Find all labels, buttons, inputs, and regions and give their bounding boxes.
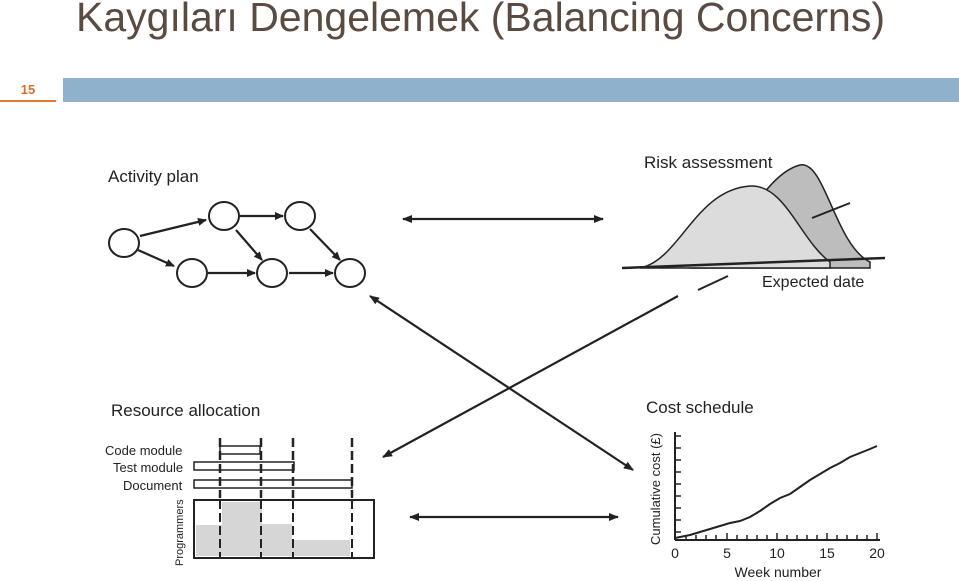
week-tick-labels: 0 5 10 15 20: [671, 545, 885, 561]
risk-assessment-heading: Risk assessment: [644, 153, 773, 172]
programmers-axis-label: Programmers: [174, 499, 186, 566]
arrow-activity-cost: [369, 295, 634, 471]
arrow-risk-resource: [382, 295, 679, 458]
risk-distribution-front: [639, 185, 831, 269]
risk-date-pointer: [697, 275, 729, 291]
cost-schedule-heading: Cost schedule: [646, 398, 754, 417]
x-tick-5: 5: [723, 545, 731, 561]
activity-network-edges: [137, 212, 341, 277]
risk-baseline: [621, 256, 886, 270]
header-bar: [63, 78, 959, 102]
activity-network-nodes: [108, 201, 366, 288]
programmers-histogram: [196, 502, 350, 556]
slide-number: 15: [0, 78, 56, 102]
cost-schedule: Cost schedule Cumulative cost (£) 0 5 10: [646, 398, 885, 580]
week-number-label: Week number: [735, 564, 822, 580]
cost-ticks: [675, 435, 878, 540]
x-tick-0: 0: [671, 545, 679, 561]
resource-allocation: Resource allocation Code module Test mod…: [105, 401, 375, 566]
cost-axis-label: Cumulative cost (£): [648, 433, 663, 545]
x-tick-10: 10: [769, 545, 785, 561]
activity-plan-heading: Activity plan: [108, 167, 199, 186]
slide-title: Kaygıları Dengelemek (Balancing Concerns…: [76, 0, 886, 40]
expected-date-label: Expected date: [762, 274, 864, 291]
activity-plan: Activity plan: [108, 167, 366, 288]
gantt-dashed-markers: [218, 438, 354, 498]
cumulative-cost-line: [674, 445, 878, 539]
risk-assessment: Risk assessment Expected date: [621, 153, 886, 291]
connector-arrows: [369, 215, 679, 521]
x-tick-15: 15: [819, 545, 835, 561]
row-label-document: Document: [123, 478, 183, 493]
row-label-test-module: Test module: [113, 460, 183, 475]
x-tick-20: 20: [869, 545, 885, 561]
row-label-code-module: Code module: [105, 443, 182, 458]
risk-marker-line: [811, 202, 851, 219]
resource-allocation-heading: Resource allocation: [111, 401, 260, 420]
gantt-bars: [193, 445, 353, 489]
